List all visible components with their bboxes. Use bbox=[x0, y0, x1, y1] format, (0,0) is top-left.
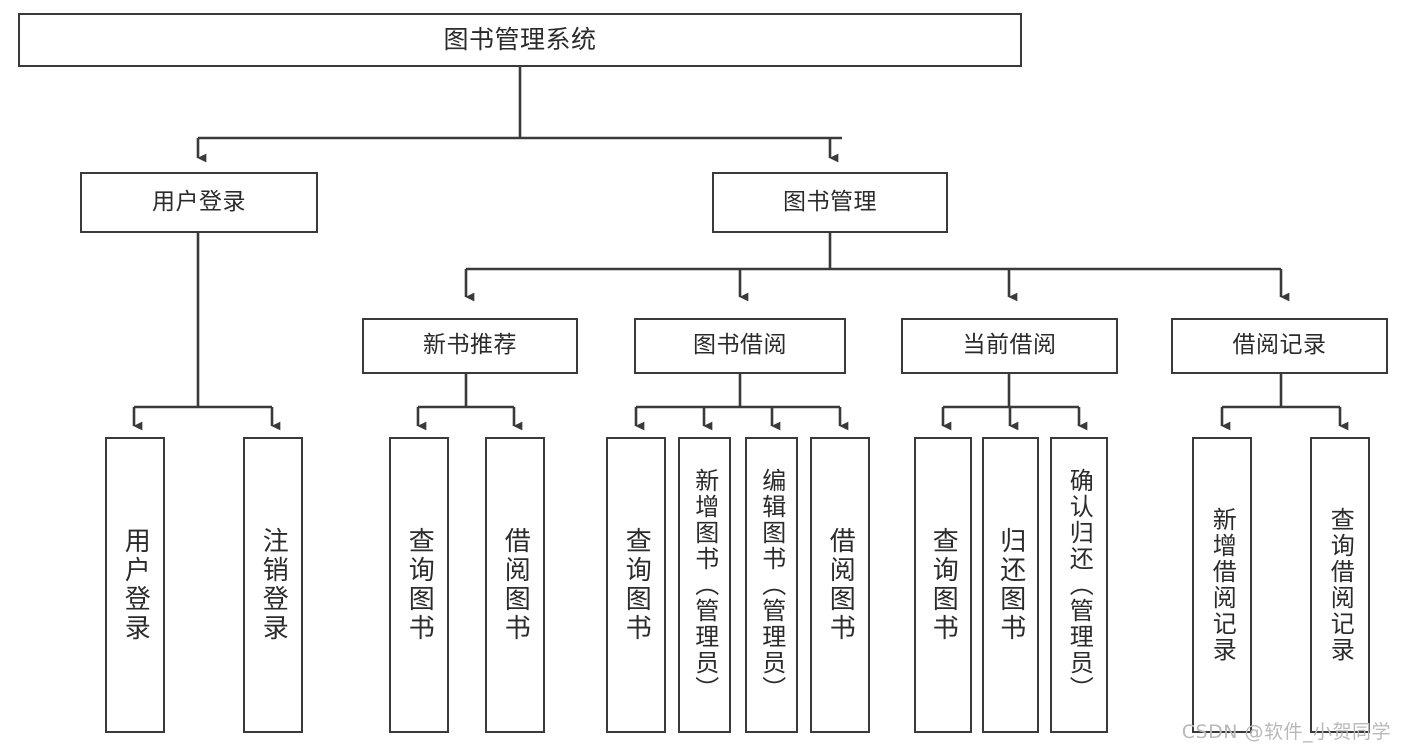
leaf-edit-book[interactable]: 编辑图书（管理员） bbox=[745, 437, 798, 733]
node-label: 当前借阅 bbox=[962, 332, 1057, 359]
node-label: 归还图书 bbox=[995, 527, 1026, 643]
leaf-add-book[interactable]: 新增图书（管理员） bbox=[678, 437, 731, 733]
node-label: 借阅记录 bbox=[1232, 332, 1327, 359]
leaf-user-login[interactable]: 用户登录 bbox=[105, 437, 165, 733]
node-borrow-record[interactable]: 借阅记录 bbox=[1171, 318, 1388, 374]
leaf-query-book-current[interactable]: 查询图书 bbox=[914, 437, 972, 733]
node-label: 查询图书 bbox=[621, 527, 652, 643]
leaf-borrow-book-borrow[interactable]: 借阅图书 bbox=[810, 437, 870, 733]
leaf-query-book-recommend[interactable]: 查询图书 bbox=[389, 437, 449, 733]
node-label: 编辑图书（管理员） bbox=[757, 468, 786, 702]
leaf-borrow-book-recommend[interactable]: 借阅图书 bbox=[485, 437, 545, 733]
node-label: 查询图书 bbox=[928, 527, 959, 643]
node-book-management[interactable]: 图书管理 bbox=[712, 172, 948, 233]
leaf-add-borrow-record[interactable]: 新增借阅记录 bbox=[1192, 437, 1252, 733]
node-current-borrow[interactable]: 当前借阅 bbox=[901, 318, 1118, 374]
node-label: 用户登录 bbox=[152, 188, 246, 215]
node-label: 新增借阅记录 bbox=[1208, 507, 1237, 663]
node-label: 确认归还（管理员） bbox=[1065, 468, 1094, 702]
node-label: 用户登录 bbox=[120, 527, 151, 643]
node-label: 借阅图书 bbox=[825, 527, 856, 643]
leaf-query-borrow-record[interactable]: 查询借阅记录 bbox=[1310, 437, 1370, 733]
node-label: 图书管理 bbox=[783, 188, 877, 215]
node-user-login[interactable]: 用户登录 bbox=[80, 172, 318, 233]
node-label: 图书借阅 bbox=[693, 332, 787, 359]
csdn-watermark: CSDN @软件_小贺同学 bbox=[1181, 721, 1391, 743]
leaf-query-book-borrow[interactable]: 查询图书 bbox=[606, 437, 666, 733]
node-label: 借阅图书 bbox=[500, 527, 531, 643]
node-label: 查询借阅记录 bbox=[1326, 507, 1355, 663]
node-label: 新增图书（管理员） bbox=[690, 468, 719, 702]
leaf-logout-login[interactable]: 注销登录 bbox=[243, 437, 303, 733]
node-root-system[interactable]: 图书管理系统 bbox=[18, 13, 1022, 67]
node-label: 新书推荐 bbox=[423, 332, 517, 359]
leaf-return-book[interactable]: 归还图书 bbox=[982, 437, 1039, 733]
node-label: 查询图书 bbox=[404, 527, 435, 643]
leaf-confirm-return[interactable]: 确认归还（管理员） bbox=[1050, 437, 1108, 733]
node-new-book-recommend[interactable]: 新书推荐 bbox=[362, 318, 578, 374]
node-label: 图书管理系统 bbox=[443, 25, 597, 55]
node-book-borrow[interactable]: 图书借阅 bbox=[634, 318, 846, 374]
node-label: 注销登录 bbox=[258, 527, 289, 643]
